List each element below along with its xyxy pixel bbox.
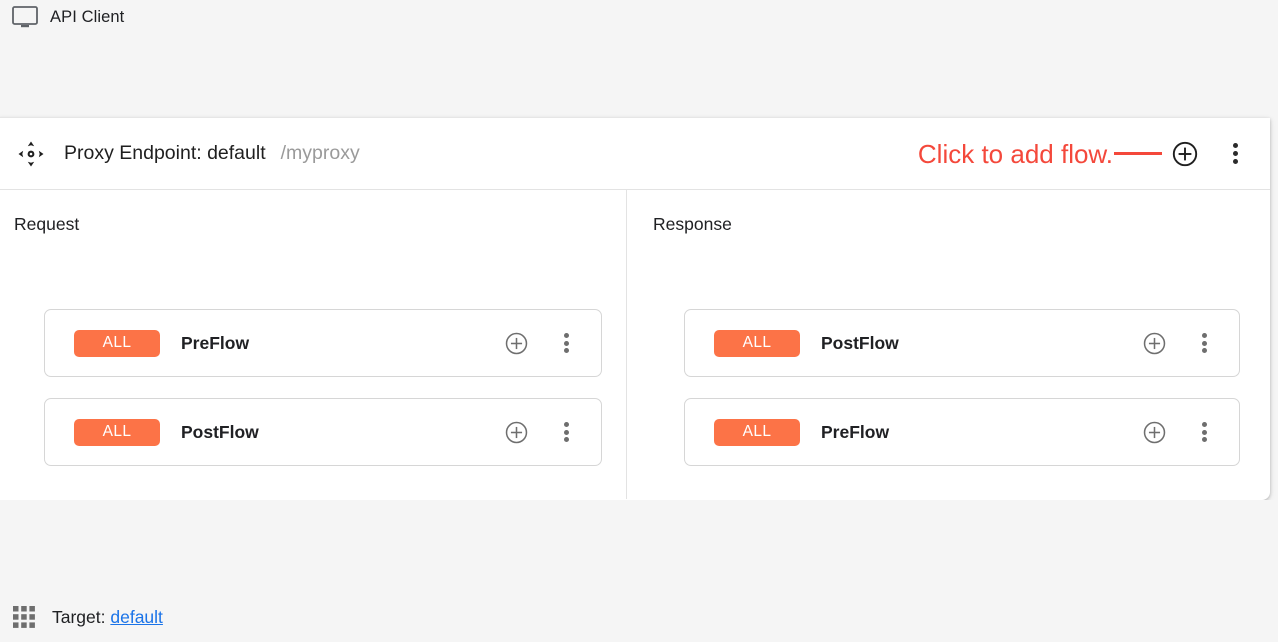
target-node[interactable]: Target: default [12,605,163,629]
target-label-group: Target: default [52,607,163,628]
request-column-title: Request [14,214,80,234]
flow-row-actions [499,326,583,360]
flow-condition-badge: ALL [714,329,800,357]
more-vertical-icon [1201,331,1207,356]
move-handle-icon[interactable] [18,141,44,167]
more-vertical-icon [1232,141,1238,166]
flow-condition-badge: ALL [74,329,160,357]
flow-columns: Request ALL PreFlow [0,190,1270,499]
api-client-node[interactable]: API Client [12,2,124,32]
flow-menu-button[interactable] [549,326,583,360]
add-policy-button[interactable] [1137,326,1171,360]
target-label: Target: [52,606,106,627]
flow-menu-button[interactable] [1187,415,1221,449]
proxy-endpoint-title: Proxy Endpoint: default [64,142,266,164]
annotation-pointer-line [1114,152,1162,155]
flow-row[interactable]: ALL PostFlow [44,398,602,466]
proxy-endpoint-path: /myproxy [280,142,360,164]
flow-name: PreFlow [821,421,890,442]
add-flow-button[interactable] [1168,137,1202,171]
flow-row-actions [1137,326,1221,360]
flow-row[interactable]: ALL PreFlow [684,398,1240,466]
flow-name: PreFlow [181,332,250,353]
flow-menu-button[interactable] [1187,326,1221,360]
flow-menu-button[interactable] [549,415,583,449]
add-policy-button[interactable] [499,326,533,360]
proxy-header-actions: Click to add flow. [918,137,1252,171]
add-policy-button[interactable] [499,415,533,449]
response-column-title: Response [653,214,732,234]
monitor-icon [12,6,38,28]
apps-grid-icon [12,605,36,629]
flow-row[interactable]: ALL PostFlow [684,309,1240,377]
more-vertical-icon [563,331,569,356]
api-client-label: API Client [50,7,125,26]
response-column: Response ALL PostFlow [627,190,1269,499]
target-link[interactable]: default [110,606,163,627]
proxy-endpoint-card: Proxy Endpoint: default /myproxy Click t… [0,118,1270,500]
flow-condition-badge: ALL [714,418,800,446]
flow-row-actions [499,415,583,449]
flow-row-actions [1137,415,1221,449]
add-flow-annotation: Click to add flow. [918,141,1164,167]
request-column: Request ALL PreFlow [0,190,627,499]
api-client-band: API Client [0,0,1278,118]
more-vertical-icon [563,420,569,445]
flow-name: PostFlow [821,332,899,353]
proxy-endpoint-menu-button[interactable] [1218,137,1252,171]
target-band: Target: default [0,500,1278,642]
flow-row[interactable]: ALL PreFlow [44,309,602,377]
proxy-endpoint-header: Proxy Endpoint: default /myproxy Click t… [0,118,1270,190]
annotation-text: Click to add flow. [917,138,1113,169]
flow-condition-badge: ALL [74,418,160,446]
flow-name: PostFlow [181,421,259,442]
more-vertical-icon [1201,420,1207,445]
add-policy-button[interactable] [1137,415,1171,449]
